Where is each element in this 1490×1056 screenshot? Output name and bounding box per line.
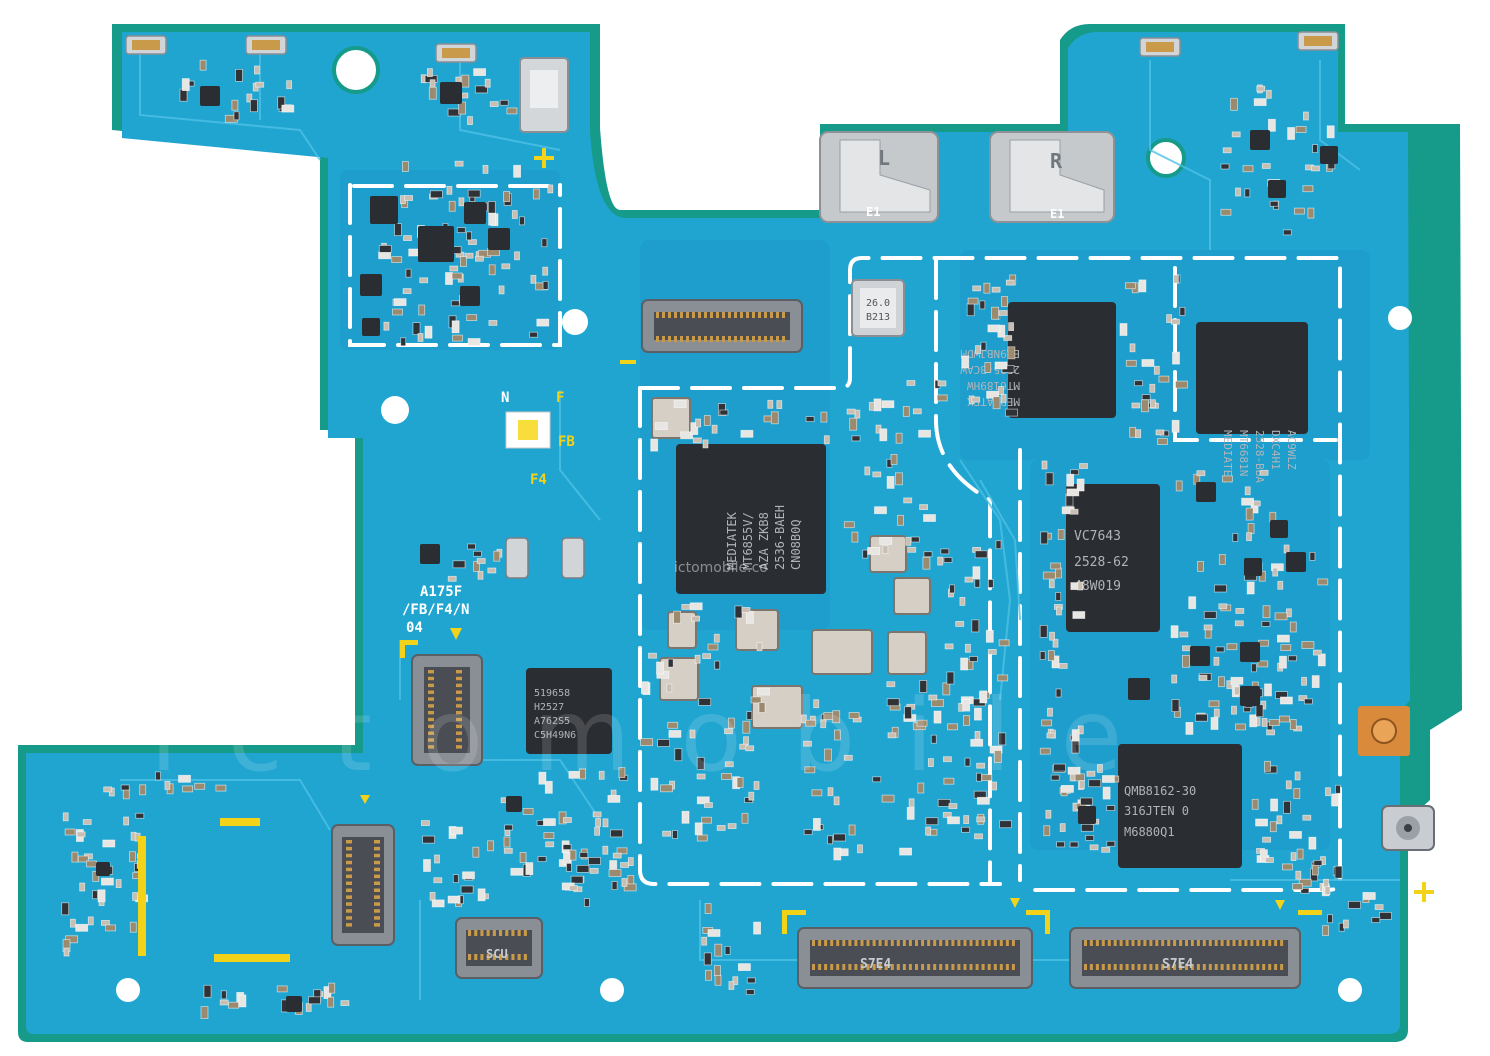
connector-label-s7e4-b: S7E4 (1162, 957, 1193, 972)
qmb-text-1: 316JTEN 0 (1124, 804, 1189, 818)
pmic-text-2: A762S5 (534, 716, 570, 727)
chip-vc7643: VC7643 2528-62 48W019 (1066, 484, 1160, 632)
cpu-text-4: CN08B0Q (789, 519, 803, 570)
led-label-f: F (556, 390, 564, 406)
vc-text-1: 2528-62 (1074, 555, 1129, 570)
antenna-pad (1358, 706, 1410, 756)
pmic-text-0: 519658 (534, 688, 570, 699)
tr2-text-1: MT6681N (1237, 430, 1250, 476)
tr1-text-1: MT6189HW (967, 379, 1020, 392)
shield-outlines (348, 183, 1342, 892)
chip-pmic-small: 519658 H2527 A762S5 C5H49N6 (526, 668, 612, 754)
smd-components (61, 31, 1392, 1019)
coax-connector (1381, 805, 1435, 851)
e1-label-left: E1 (866, 205, 880, 219)
connector-pins (346, 312, 1284, 970)
connector-label-scu: SCU (486, 947, 508, 961)
watermark-small: ictomobile.co (674, 560, 768, 576)
vc-text-2: 48W019 (1074, 579, 1121, 594)
inductors (651, 397, 931, 729)
led-label-n: N (501, 390, 509, 406)
cpu-text-1: MT6855V/ (741, 512, 755, 570)
qmb-text-0: QMB8162-30 (1124, 784, 1196, 798)
e1-label-right: E1 (1050, 207, 1064, 221)
model-label-3: 04 (406, 620, 423, 636)
microphone (519, 57, 569, 133)
battery-contact-right: R E1 (989, 131, 1115, 223)
mounting-holes (116, 46, 1412, 1002)
tr2-text-4: AC9WLZ (1285, 430, 1298, 470)
cpu-text-2: AZA ZKB8 (757, 512, 771, 570)
led-label-fb: FB (558, 434, 575, 450)
tr1-text-3: ER9NBJWDM (960, 347, 1020, 360)
chip-mediatek-transceiver-2: MEDIATEK MT6681N 2528-BBA DXC4H1 AC9WLZ (1196, 322, 1308, 483)
qmb-text-2: M6880Q1 (1124, 825, 1175, 839)
yellow-marks (138, 148, 1434, 962)
cpu-text-3: 2536-BAEH (773, 505, 787, 570)
watermark-large: ictomobile (150, 677, 1172, 794)
crystal-oscillator: 26.0 B213 (851, 279, 905, 337)
osc-text-1: B213 (866, 312, 890, 323)
battery-label-l: L (878, 146, 890, 170)
tr2-text-3: DXC4H1 (1269, 430, 1282, 470)
vc-text-0: VC7643 (1074, 529, 1121, 544)
battery-label-r: R (1050, 149, 1063, 173)
flash-led (505, 411, 551, 449)
pmic-text-3: C5H49N6 (534, 730, 576, 741)
pmic-text-1: H2527 (534, 702, 564, 713)
osc-text-0: 26.0 (866, 298, 890, 309)
chip-qmb8162: QMB8162-30 316JTEN 0 M6880Q1 (1118, 744, 1242, 868)
connector-label-s7e4-a: S7E4 (860, 957, 891, 972)
led-label-f4: F4 (530, 472, 547, 488)
tr2-text-0: MEDIATEK (1221, 430, 1234, 483)
model-label-1: A175F (420, 584, 462, 600)
battery-contact-left: L (819, 131, 939, 223)
model-label-2: /FB/F4/N (402, 602, 469, 618)
chip-mediatek-cpu: MEDIATEK MT6855V/ AZA ZKB8 2536-BAEH CN0… (676, 444, 826, 594)
cpu-text-0: MEDIATEK (725, 511, 739, 570)
